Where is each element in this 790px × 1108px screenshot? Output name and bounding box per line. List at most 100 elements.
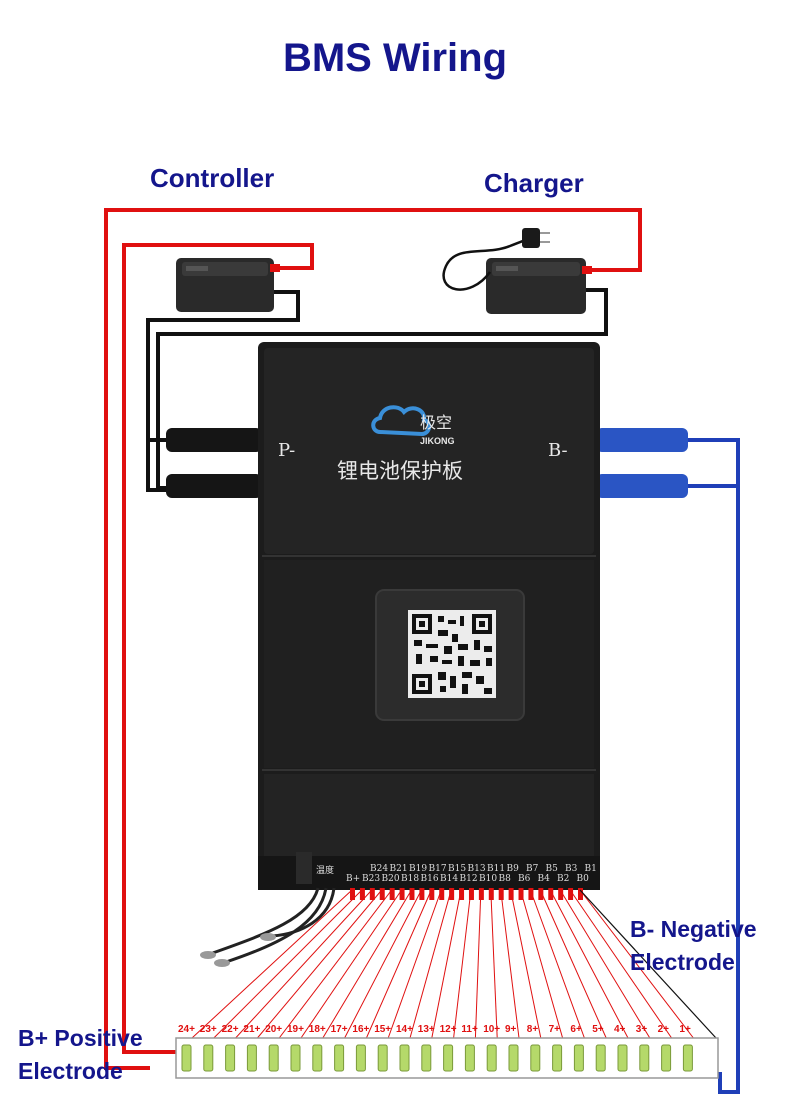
sense-connector [468, 888, 474, 900]
battery-cell [290, 1044, 301, 1072]
sense-wire [539, 889, 607, 1039]
battery-cell [399, 1044, 410, 1072]
battery-cell [595, 1044, 606, 1072]
sense-connector [389, 888, 395, 900]
bplus-pin-label: B+ [346, 874, 360, 884]
sense-wire [520, 889, 564, 1039]
black-wire-controller [146, 290, 300, 442]
cell-label: 20+ [265, 1024, 282, 1035]
pin-label-top: B19 [409, 864, 427, 874]
cell-label: 19+ [287, 1024, 304, 1035]
battery-cell [246, 1044, 257, 1072]
sense-wire [431, 889, 462, 1039]
pin-label-top: B3 [565, 864, 578, 874]
b-minus-label: B- [548, 440, 568, 461]
cell-label: 15+ [374, 1024, 391, 1035]
pin-label-bottom: B18 [401, 874, 419, 884]
sense-wire [365, 889, 432, 1039]
sense-connector [419, 888, 425, 900]
cell-label: 13+ [418, 1024, 435, 1035]
pin-label-bottom: B12 [460, 874, 478, 884]
battery-cell [443, 1044, 454, 1072]
pin-label-top: B5 [546, 864, 559, 874]
cell-label: 24+ [178, 1024, 195, 1035]
sense-connector [538, 888, 544, 900]
battery-cell [530, 1044, 541, 1072]
pin-label-bottom: B2 [557, 874, 569, 884]
cell-label: 14+ [396, 1024, 413, 1035]
sense-wire [549, 889, 629, 1039]
pin-label-top: B17 [429, 864, 447, 874]
sense-connector [399, 888, 405, 900]
sense-wire [344, 889, 422, 1039]
sense-wire [300, 889, 402, 1039]
battery-cell [377, 1044, 388, 1072]
cell-label: 10+ [483, 1024, 500, 1035]
qr-code [412, 614, 492, 694]
cell-label: 18+ [309, 1024, 326, 1035]
cloud-logo-icon [371, 405, 431, 437]
battery-cell [617, 1044, 628, 1072]
page-title: BMS Wiring [282, 36, 508, 80]
b-minus-cable-2 [596, 474, 688, 498]
cell-label: 6+ [570, 1024, 582, 1035]
pin-label-top: B13 [468, 864, 486, 874]
b-plus-line2: Electrode [18, 1058, 123, 1084]
battery-cell [421, 1044, 432, 1072]
pin-label-bottom: B8 [499, 874, 512, 884]
b-minus-cable-1 [596, 428, 688, 452]
sense-wire [322, 889, 412, 1039]
sense-connector [558, 888, 564, 900]
pin-label-bottom: B20 [382, 874, 400, 884]
pin-label-top: B7 [526, 864, 539, 874]
battery-cell [225, 1044, 236, 1072]
battery-cell [486, 1044, 497, 1072]
battery-cell [181, 1044, 192, 1072]
cell-label: 22+ [222, 1024, 239, 1035]
sense-wire [213, 889, 363, 1039]
sense-wire [474, 889, 482, 1039]
b-minus-line1: B- Negative [630, 916, 757, 942]
sense-connector [508, 888, 514, 900]
sense-wire [191, 889, 353, 1039]
sense-connector [439, 888, 445, 900]
b-plus-line1: B+ Positive [18, 1025, 143, 1051]
blue-wire-b-minus [686, 438, 740, 1094]
bms-board [258, 342, 600, 890]
pin-label-bottom: B0 [577, 874, 590, 884]
cell-label: 8+ [527, 1024, 539, 1035]
sense-wire [529, 889, 585, 1039]
battery-cell [573, 1044, 584, 1072]
cell-label: 4+ [614, 1024, 626, 1035]
pin-label-bottom: B23 [362, 874, 380, 884]
battery-cell [203, 1044, 214, 1072]
pin-label-bottom: B14 [440, 874, 458, 884]
sense-connector [409, 888, 415, 900]
sense-connector [518, 888, 524, 900]
cell-label: 3+ [636, 1024, 648, 1035]
sense-wire [490, 889, 498, 1039]
cell-label: 1+ [679, 1024, 691, 1035]
controller-label: Controller [150, 163, 275, 193]
pin-label-top: B24 [370, 864, 388, 874]
board-name: 锂电池保护板 [337, 459, 463, 483]
sense-wire [559, 889, 651, 1039]
sense-wire [278, 889, 393, 1039]
charger-box [442, 228, 592, 314]
pin-label-top: B15 [448, 864, 466, 874]
battery-cell [268, 1044, 279, 1072]
sense-connector [568, 888, 574, 900]
sense-wire [453, 889, 472, 1039]
sense-connector [359, 888, 365, 900]
temp-label: 温度 [316, 864, 334, 876]
pin-label-top: B9 [507, 864, 520, 874]
sense-wire [579, 889, 694, 1039]
pin-label-bottom: B10 [479, 874, 497, 884]
charger-label: Charger [484, 168, 584, 198]
battery-cell [355, 1044, 366, 1072]
p-minus-cable-2 [166, 474, 262, 498]
battery-cell [464, 1044, 475, 1072]
b-minus-electrode-label: B- Negative Electrode [630, 913, 757, 979]
sense-connector [528, 888, 534, 900]
